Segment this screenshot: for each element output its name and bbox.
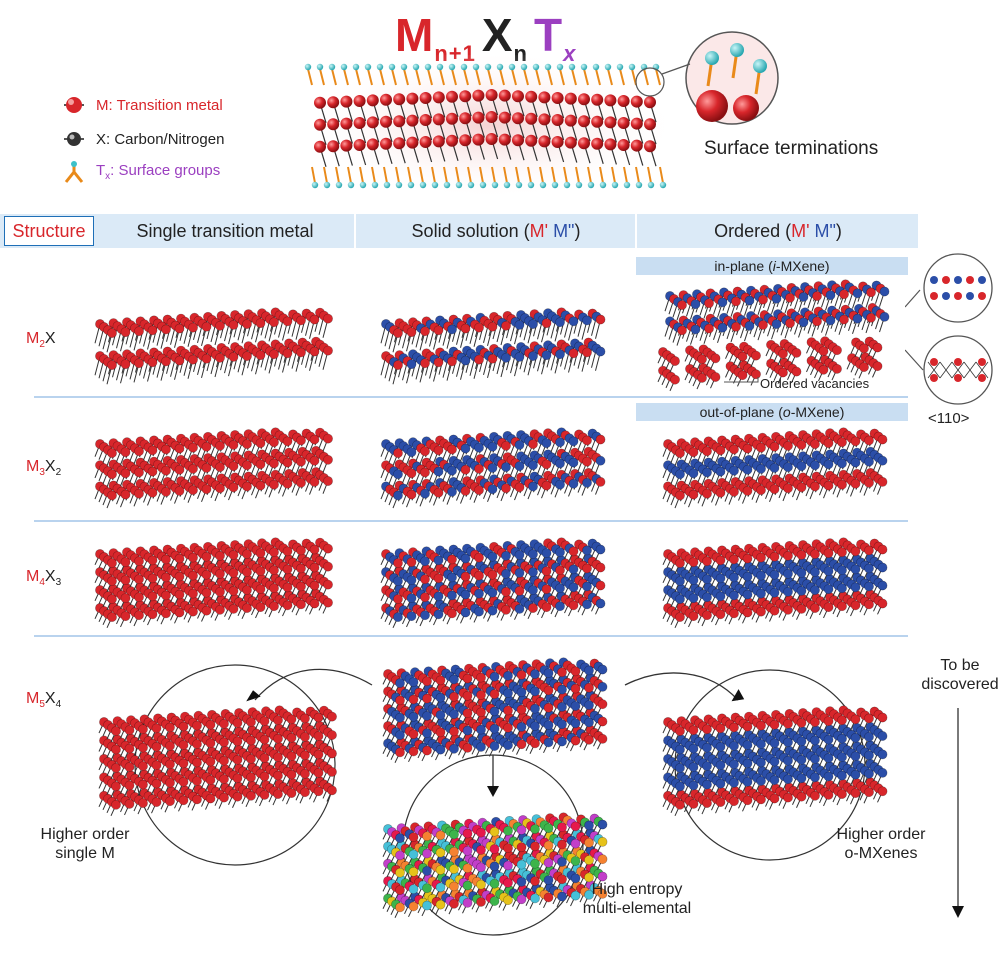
high-entropy-slab	[382, 812, 608, 918]
legend-metal: M: Transition metal	[62, 93, 223, 117]
in-plane-band: in-plane (i-MXene)	[636, 257, 908, 275]
surface-group-icon	[64, 161, 84, 183]
carbon-atom-icon	[64, 132, 84, 146]
vacancy-pointer	[722, 376, 760, 393]
m5x4-ordered-slab	[662, 705, 888, 817]
zoom-callout-line	[635, 63, 691, 97]
mxene-hero-structure	[300, 55, 680, 200]
surface-terminations-label: Surface terminations	[704, 138, 879, 159]
single-metal-header: Single transition metal	[96, 214, 354, 248]
legend-metal-label: M: Transition metal	[96, 96, 223, 114]
ordered-header: Ordered (M' M")	[638, 214, 918, 248]
m3x2-solid-solution-slab	[380, 427, 606, 509]
m3x2-single-slab	[94, 427, 333, 509]
legend-surface-label: Tx: Surface groups	[96, 162, 221, 182]
header-divider	[635, 214, 637, 248]
m5x4-single-slab	[98, 705, 337, 817]
legend-carbon-label: X: Carbon/Nitrogen	[96, 130, 225, 148]
m2x-single-slab	[94, 307, 333, 385]
surface-zoom-circle	[685, 31, 779, 125]
metal-atom-icon	[64, 97, 84, 113]
row-divider	[34, 635, 908, 637]
legend-carbon: X: Carbon/Nitrogen	[62, 127, 224, 151]
out-of-plane-band: out-of-plane (o-MXene)	[636, 403, 908, 421]
m5x4-solid-solution-slab	[382, 657, 608, 763]
solid-solution-header: Solid solution (M' M")	[357, 214, 635, 248]
ordered-vacancies-label: Ordered vacancies	[760, 376, 870, 391]
m2x-solid-solution-slab	[380, 307, 606, 385]
row-divider	[34, 396, 908, 398]
legend-surface: Tx: Surface groups	[62, 160, 220, 184]
row-label-m4x3: M4X3	[26, 568, 62, 589]
structure-header: Structure	[4, 216, 94, 246]
ordered-zoom-circles	[905, 253, 993, 405]
m2x-vacancy-slab	[657, 336, 883, 392]
m3x2-ordered-slab	[662, 427, 888, 509]
m4x3-single-slab	[94, 537, 333, 629]
row-divider	[34, 520, 908, 522]
header-divider	[354, 214, 356, 248]
row-label-m2x: M2X	[26, 330, 56, 351]
direction-label: <110>	[928, 410, 970, 427]
m4x3-solid-solution-slab	[380, 537, 606, 629]
row-label-m3x2: M3X2	[26, 458, 62, 479]
m2x-in-plane-slab	[664, 279, 890, 346]
m4x3-ordered-slab	[662, 537, 888, 629]
row-label-m5x4: M5X4	[26, 690, 62, 711]
